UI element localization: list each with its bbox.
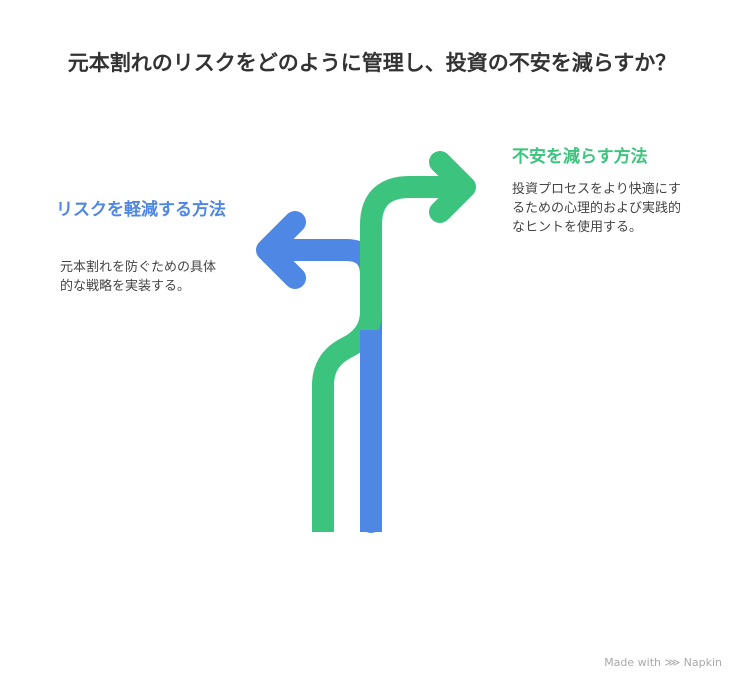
blue-stem xyxy=(360,330,382,532)
diagram-title: 元本割れのリスクをどのように管理し、投資の不安を減らすか？ xyxy=(67,51,677,75)
napkin-footer[interactable]: Made with ⋙ Napkin xyxy=(604,656,722,669)
green-arrow-right xyxy=(312,151,476,532)
left-description: 元本割れを防ぐための具体的な戦略を実装する。 xyxy=(60,260,217,294)
right-heading: 不安を減らす方法 xyxy=(512,147,648,167)
left-heading: リスクを軽減する方法 xyxy=(56,200,226,220)
right-description: 投資プロセスをより快適にするための心理的および実践的なヒントを使用する。 xyxy=(512,182,682,235)
